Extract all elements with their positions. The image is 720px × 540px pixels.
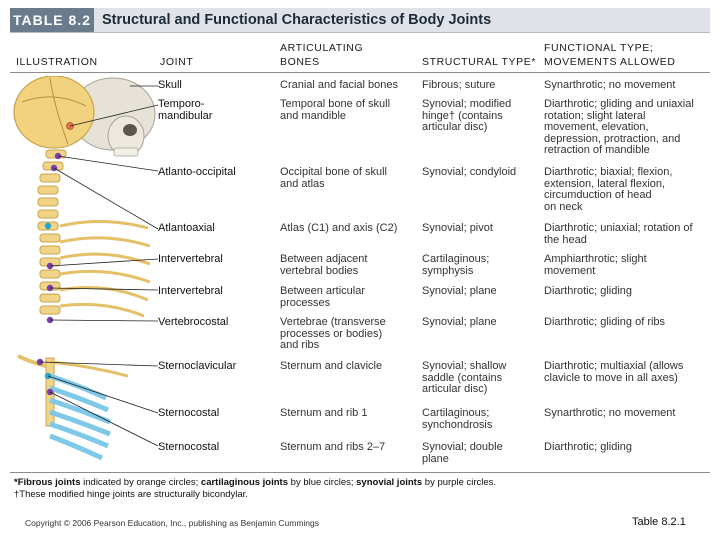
col-header-functional-1: FUNCTIONAL TYPE; (544, 42, 654, 54)
joint-name: Atlanto-occipital (158, 166, 236, 178)
table-frame: TABLE 8.2 Structural and Functional Char… (10, 8, 710, 500)
skull-illustration (13, 76, 156, 157)
articulating-bones: Sternum and rib 1 (280, 407, 368, 419)
col-header-joint: JOINT (160, 56, 194, 68)
structural-type: Cartilaginous;synchondrosis (422, 407, 493, 431)
leader-lines (39, 85, 159, 447)
functional-type: Synarthrotic; no movement (544, 407, 676, 419)
ribs-illustration (59, 220, 151, 318)
marker-atlantoaxial (44, 222, 52, 230)
functional-type: Synarthrotic; no movement (544, 79, 676, 91)
footer-rule (10, 472, 710, 473)
articulating-bones: Atlas (C1) and axis (C2) (280, 222, 398, 234)
col-header-illustration: ILLUSTRATION (16, 56, 98, 68)
joint-name: Intervertebral (158, 285, 223, 297)
table-reference: Table 8.2.1 (632, 516, 686, 528)
joint-name: Intervertebral (158, 253, 223, 265)
articulating-bones: Cranial and facial bones (280, 79, 399, 91)
table-number: TABLE 8.2 (10, 8, 94, 32)
joint-name: Vertebrocostal (158, 316, 229, 328)
col-header-functional-2: MOVEMENTS ALLOWED (544, 56, 676, 68)
articulating-bones: Sternum and clavicle (280, 360, 383, 372)
table-title: Structural and Functional Characteristic… (102, 12, 492, 28)
structural-type: Synovial; condyloid (422, 166, 517, 178)
structural-type: Fibrous; suture (422, 79, 496, 91)
functional-type: Diarthrotic; gliding (544, 441, 633, 453)
copyright-notice: Copyright © 2006 Pearson Education, Inc.… (25, 518, 320, 528)
joint-name: Sternocostal (158, 407, 220, 419)
table-title-bar: TABLE 8.2 Structural and Functional Char… (10, 8, 710, 33)
header-rule (10, 72, 710, 73)
joint-name: Sternocostal (158, 441, 220, 453)
structural-type: Cartilaginous;symphysis (422, 253, 490, 277)
functional-type: Diarthrotic; biaxial; flexion,extension,… (544, 166, 673, 213)
functional-type: Diarthrotic; gliding (544, 285, 633, 297)
joint-name: Sternoclavicular (158, 360, 237, 372)
structural-type: Synovial; plane (422, 285, 497, 297)
footnote-hinge: †These modified hinge joints are structu… (14, 489, 248, 500)
functional-type: Diarthrotic; gliding of ribs (544, 316, 666, 328)
col-header-structural: STRUCTURAL TYPE* (422, 56, 537, 68)
structural-type: Synovial; pivot (422, 222, 493, 234)
skeleton-illustration (13, 76, 159, 461)
col-header-articulating-2: BONES (280, 56, 320, 68)
joint-name: Temporo-mandibular (158, 98, 213, 122)
col-header-articulating-1: ARTICULATING (280, 42, 364, 54)
rib-cage-illustration (17, 354, 129, 461)
footnote-joint-colors: *Fibrous joints indicated by orange circ… (14, 477, 497, 488)
articulating-bones: Sternum and ribs 2–7 (280, 441, 386, 453)
joint-name: Skull (158, 79, 182, 91)
structural-type: Synovial; plane (422, 316, 497, 328)
joint-name: Atlantoaxial (158, 222, 215, 234)
